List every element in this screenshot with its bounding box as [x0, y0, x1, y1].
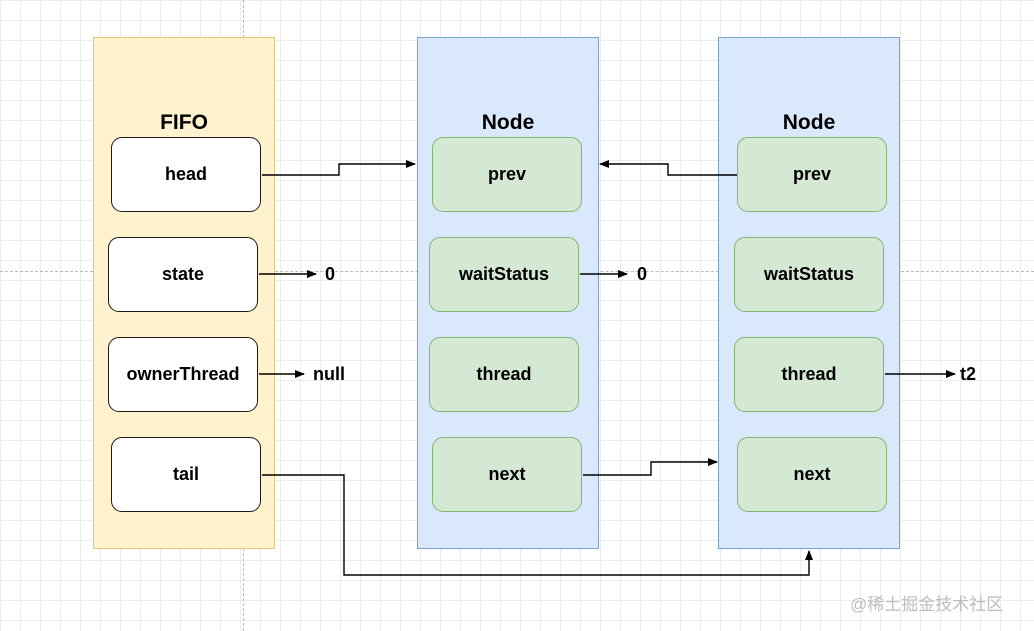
node2-next-field: next — [737, 437, 887, 512]
fifo-head-field: head — [111, 137, 261, 212]
fifo-state-field: state — [108, 237, 258, 312]
node2-thread-field: thread — [734, 337, 884, 412]
node1-title: Node — [481, 111, 535, 134]
tail-to-node2-arrow — [262, 474, 813, 576]
owner-thread-value-label: null — [313, 364, 345, 384]
fifo-owner-thread-field: ownerThread — [108, 337, 258, 412]
head-to-node1-arrow — [262, 160, 416, 176]
node1-wait-status-field: waitStatus — [429, 237, 579, 312]
node1-thread-field: thread — [429, 337, 579, 412]
node2-prev-field: prev — [737, 137, 887, 212]
node2-thread-value-label: t2 — [960, 364, 977, 384]
node2-title: Node — [782, 111, 836, 134]
node1-prev-field: prev — [432, 137, 582, 212]
node2-wait-status-field: waitStatus — [734, 237, 884, 312]
state-value-label: 0 — [325, 264, 336, 284]
fifo-title: FIFO — [160, 111, 208, 134]
node1-wait-status-value-label: 0 — [637, 264, 648, 284]
node1-next-field: next — [432, 437, 582, 512]
watermark: @稀土掘金技术社区 — [850, 595, 1004, 614]
node1-next-to-node2-arrow — [583, 458, 718, 476]
node2-prev-to-node1-arrow — [599, 160, 737, 176]
fifo-tail-field: tail — [111, 437, 261, 512]
